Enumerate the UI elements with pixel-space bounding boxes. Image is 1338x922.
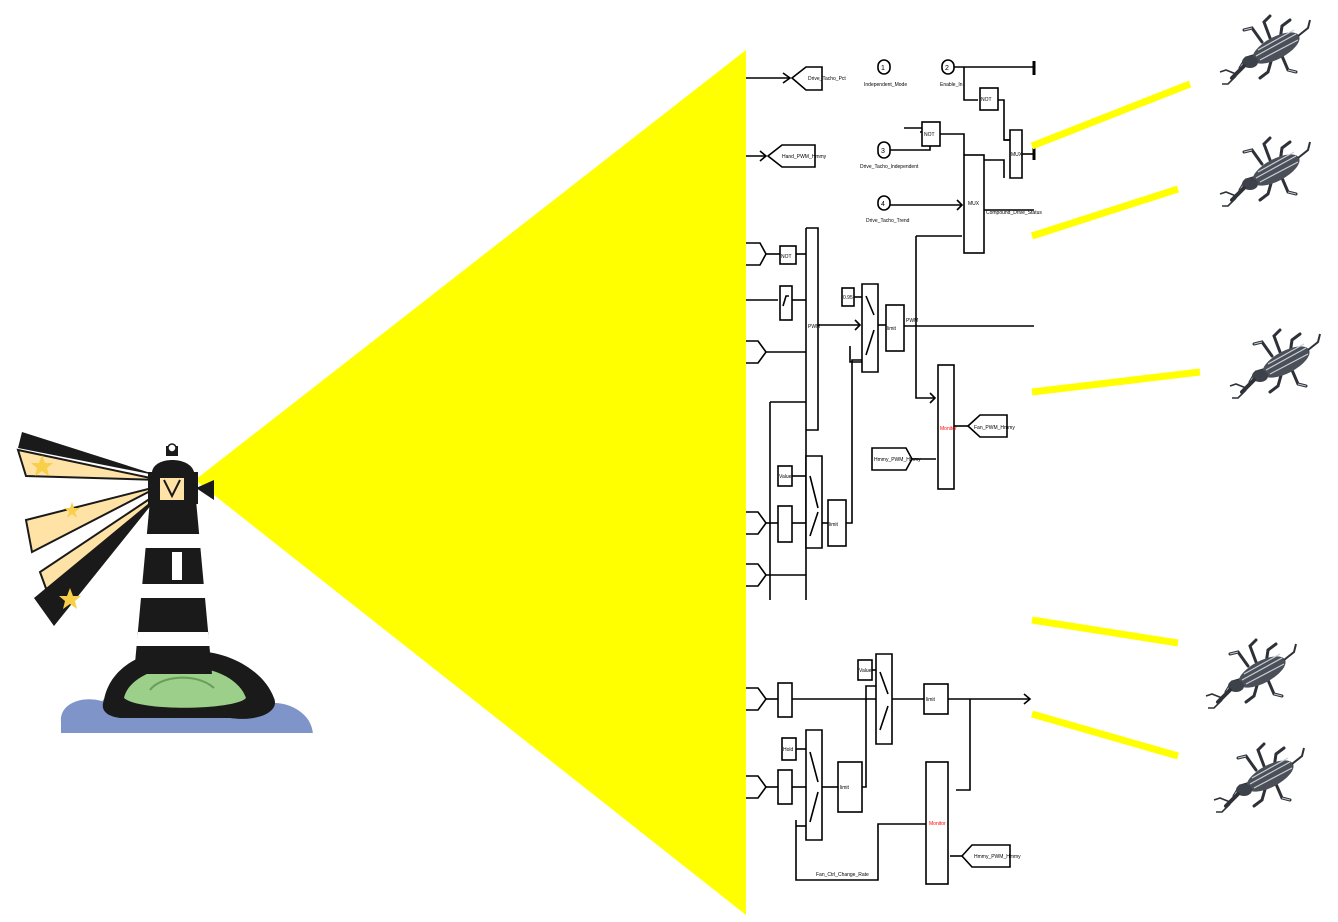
switch-block [876,654,892,744]
from-block [746,564,766,586]
inport-number: 2 [945,65,949,72]
pointer-line [1032,189,1178,236]
block-text: NOT [781,254,792,260]
lighthouse-beam [195,50,746,915]
block-text: Value [779,474,792,480]
weevil-bug-icon [1214,744,1304,812]
block-text: MUX [1011,152,1023,158]
switch-block [806,730,822,840]
integrator-block [778,770,792,804]
block-text: limit [887,326,896,332]
inport-label: Drive_Tacho_Independent [860,164,919,170]
block-text: 0.95 [843,295,853,301]
from-block [746,776,766,798]
block-text: Value [859,668,872,674]
block-text: NOT [924,132,935,138]
integrator-block [780,286,792,320]
inport-label: Independent_Mode [864,82,907,88]
block-text: limit [840,785,849,791]
block-text: Hold [783,747,794,753]
pointer-lines [1032,84,1200,756]
inport-number: 3 [881,148,885,155]
weevil-bug-icon [1206,640,1296,708]
pointer-line [1032,84,1190,146]
highlight-label: Monitor [940,426,957,432]
from-block [746,688,766,710]
pointer-line [1032,620,1178,643]
weevil-bug-icon [1220,138,1310,206]
integrator-block [778,506,792,542]
block-text: NOT [981,97,992,103]
inport-number: 1 [881,65,885,72]
from-block [746,243,766,265]
highlight-label: Monitor [929,821,946,827]
from-block [746,341,766,363]
inport-label: Drive_Tacho_Trend [866,218,910,224]
block-text: MUX [968,201,980,207]
signal-label: Compound_Drive_Status [986,210,1042,216]
block-text: limit [926,697,935,703]
switch-block [806,456,822,548]
block-text: limit [829,522,838,528]
switch-block [862,284,878,372]
signal-label: Fan_Ctrl_Change_Rate [816,872,869,878]
pointer-line [1032,372,1200,392]
weevil-bug-icon [1230,330,1320,398]
pointer-line [1032,714,1178,756]
inport-label: Enable_In [940,82,963,88]
block-text: Hmmy_PWM_Hmmy [874,457,921,463]
goto-block-label: Drive_Tacho_Pct [808,76,846,82]
goto-block-label: Fan_PWM_Hmmy [974,425,1015,431]
inport-number: 4 [881,201,885,208]
block-diagram: Drive_Tacho_Pct Hand_PWM_Hmmy 1 Independ… [746,60,1042,884]
integrator-block [778,683,792,717]
weevil-bug-icon [1220,16,1310,84]
goto-block-label: Hand_PWM_Hmmy [782,154,827,160]
from-block [746,512,766,534]
block-text: Hmmy_PWM_Hmmy [974,854,1021,860]
